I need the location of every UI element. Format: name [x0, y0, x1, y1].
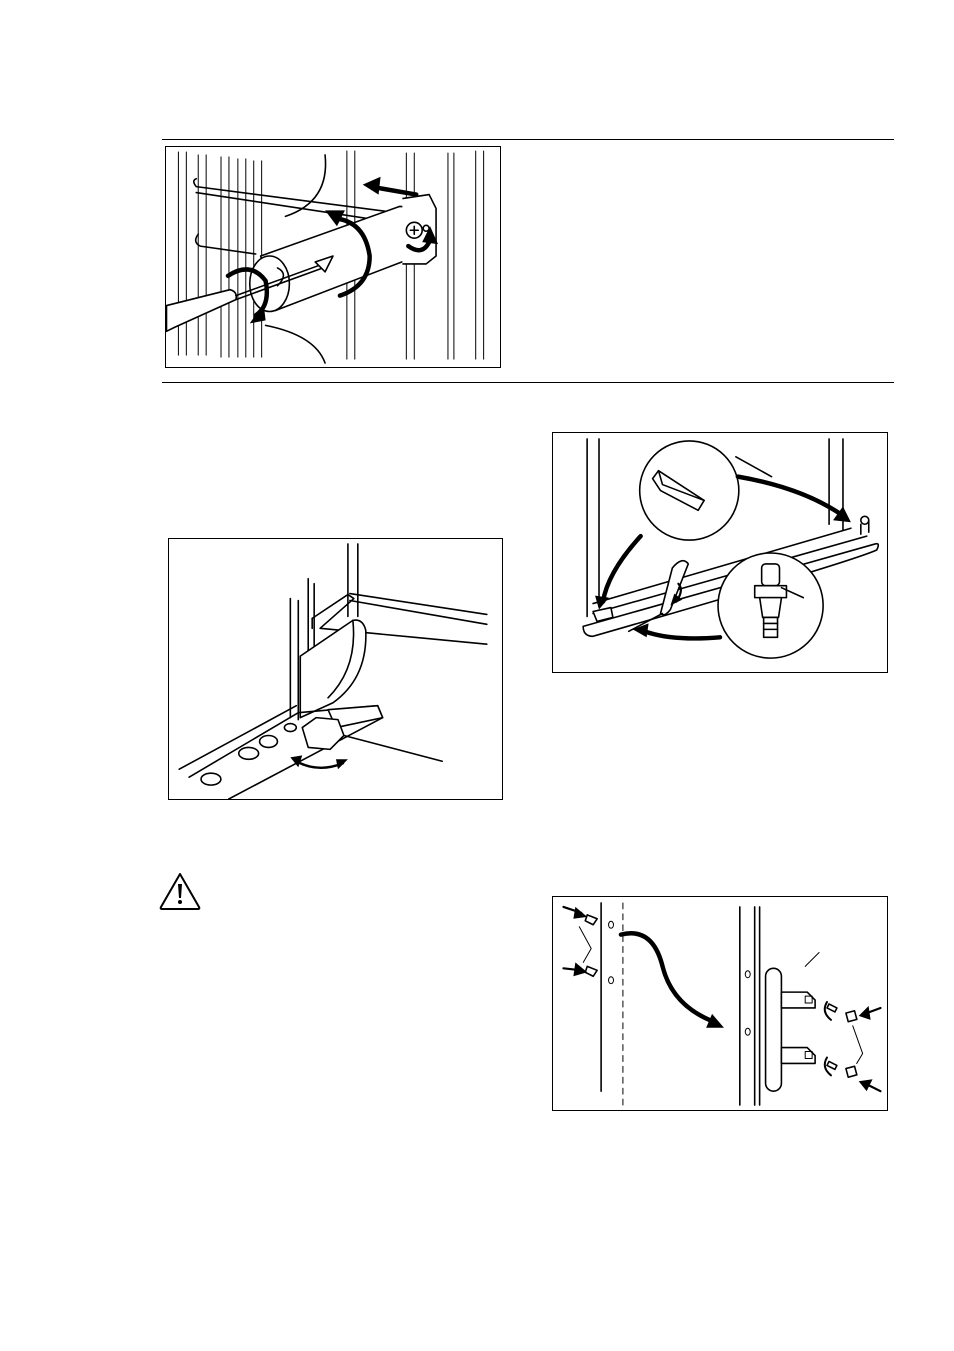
pipe-screwdriver-illustration: [166, 147, 500, 367]
fig-handle-swap: [552, 896, 888, 1111]
bottom-rule: [162, 382, 894, 383]
door-foot-illustration: [169, 539, 502, 799]
fig-door-adjustment: [168, 538, 503, 800]
handle-swap-illustration: [553, 897, 887, 1110]
fig-hinge-swap: [552, 432, 888, 673]
fig-water-pipe-screwdriver: [165, 146, 501, 368]
hinge-swap-illustration: [553, 433, 887, 672]
top-rule: [162, 139, 894, 140]
warning-triangle-icon: [158, 871, 202, 911]
